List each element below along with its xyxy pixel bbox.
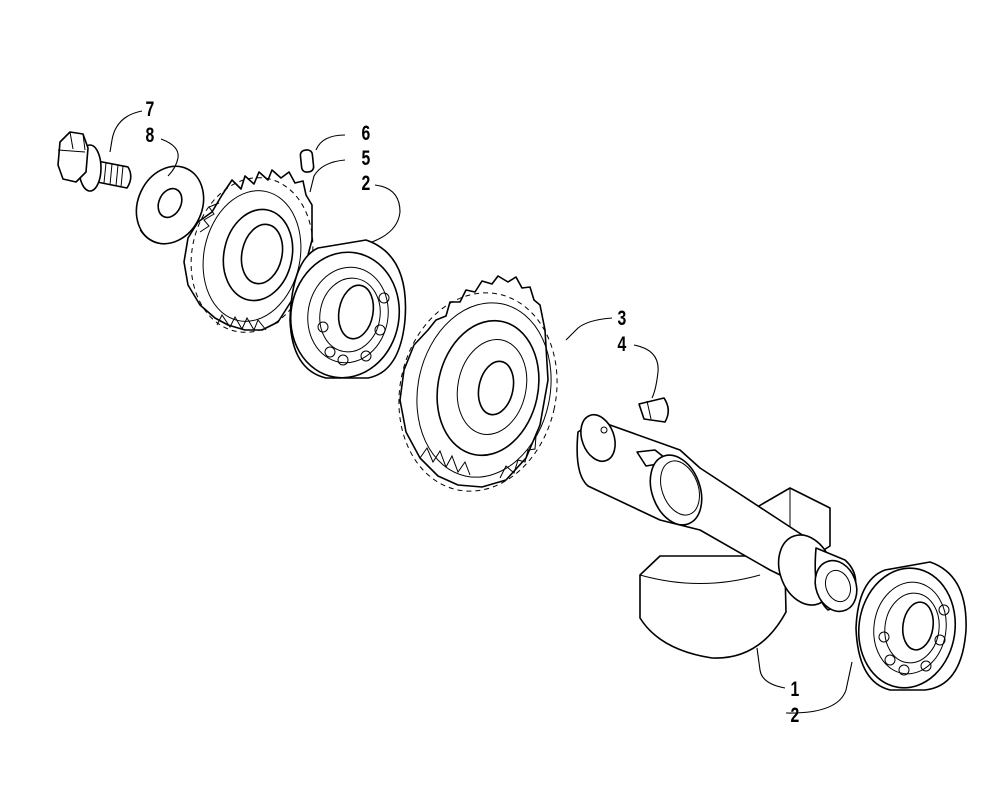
callout-number: 5 (361, 147, 371, 170)
washer (135, 165, 205, 245)
flange-bolt (57, 131, 132, 192)
callout-number: 1 (790, 678, 800, 701)
kick-shaft (576, 413, 858, 659)
callout-number: 2 (790, 704, 800, 727)
pin (299, 149, 315, 173)
woodruff-key (638, 397, 670, 423)
small-gear (183, 169, 314, 333)
callout-number: 4 (617, 333, 627, 356)
callout-number: 3 (617, 307, 627, 330)
leader-lines (109, 110, 853, 714)
lower-ball-bearing (855, 561, 967, 691)
upper-ball-bearing (289, 239, 407, 379)
large-gear (398, 275, 558, 492)
callout-number: 2 (361, 172, 371, 195)
callout-number: 6 (361, 122, 371, 145)
callout-number: 8 (145, 124, 155, 147)
callout-number: 7 (145, 98, 155, 121)
